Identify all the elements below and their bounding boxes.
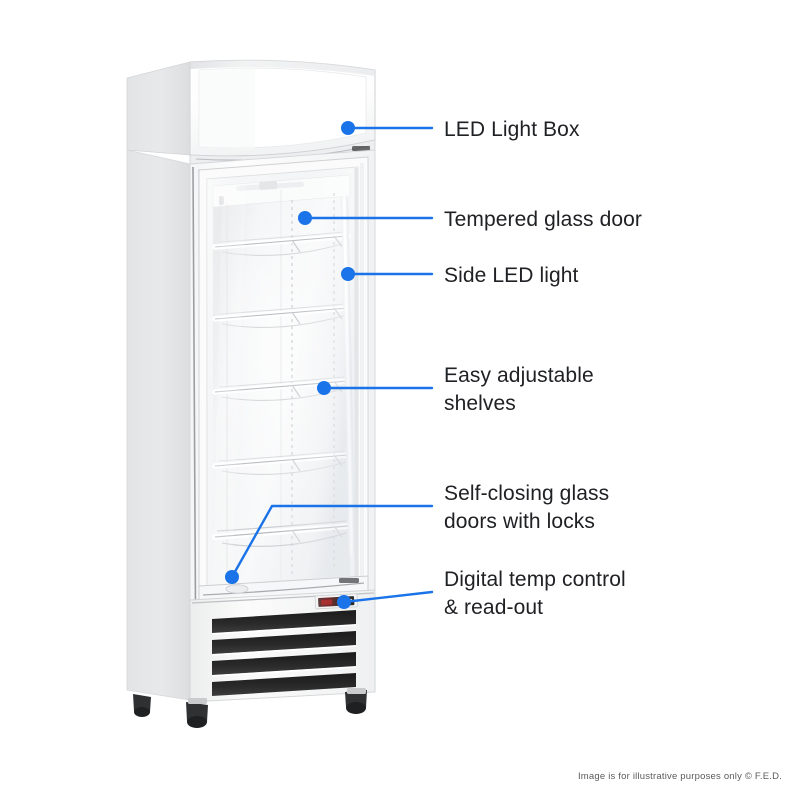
callout-label-easy-adjustable-shelves: Easy adjustable shelves (444, 364, 594, 415)
self-closing-hinge-cam (225, 584, 249, 594)
illustrative-purposes-disclaimer: Image is for illustrative purposes only … (577, 771, 782, 782)
tempered-glass-door-part (198, 156, 369, 605)
callout-label-tempered-glass-door: Tempered glass door (444, 208, 643, 231)
callout-label-self-closing-glass-doors: Self-closing glass doors with locks (444, 482, 610, 533)
callout-label-led-light-box: LED Light Box (444, 118, 580, 141)
callout-label-side-led-light: Side LED light (444, 264, 579, 287)
vent-louvers (211, 610, 357, 696)
casters (133, 688, 367, 728)
vent-plinth (189, 589, 376, 703)
callout-label-digital-temp-control: Digital temp control & read-out (444, 568, 626, 619)
led-light-box-part (126, 59, 376, 166)
